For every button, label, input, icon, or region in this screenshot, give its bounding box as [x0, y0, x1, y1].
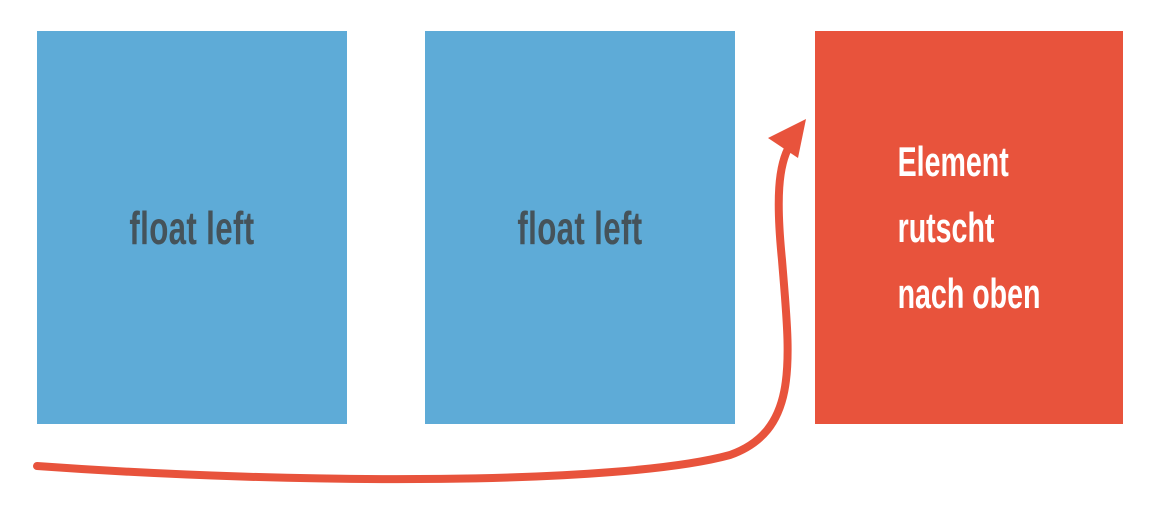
sliding-element-label: Element rutscht nach oben [898, 129, 1041, 327]
sliding-element-box: Element rutscht nach oben [815, 31, 1123, 424]
sliding-element-label-line-2: rutscht [897, 203, 995, 251]
sliding-element-label-line-3: nach oben [897, 269, 1041, 317]
sliding-element-label-line-1: Element [897, 137, 1009, 185]
arrowhead-icon [768, 119, 806, 158]
float-left-box-1: float left [37, 31, 347, 424]
box-1-label: float left [129, 201, 255, 254]
float-left-box-2: float left [425, 31, 735, 424]
box-2-label: float left [517, 201, 643, 254]
